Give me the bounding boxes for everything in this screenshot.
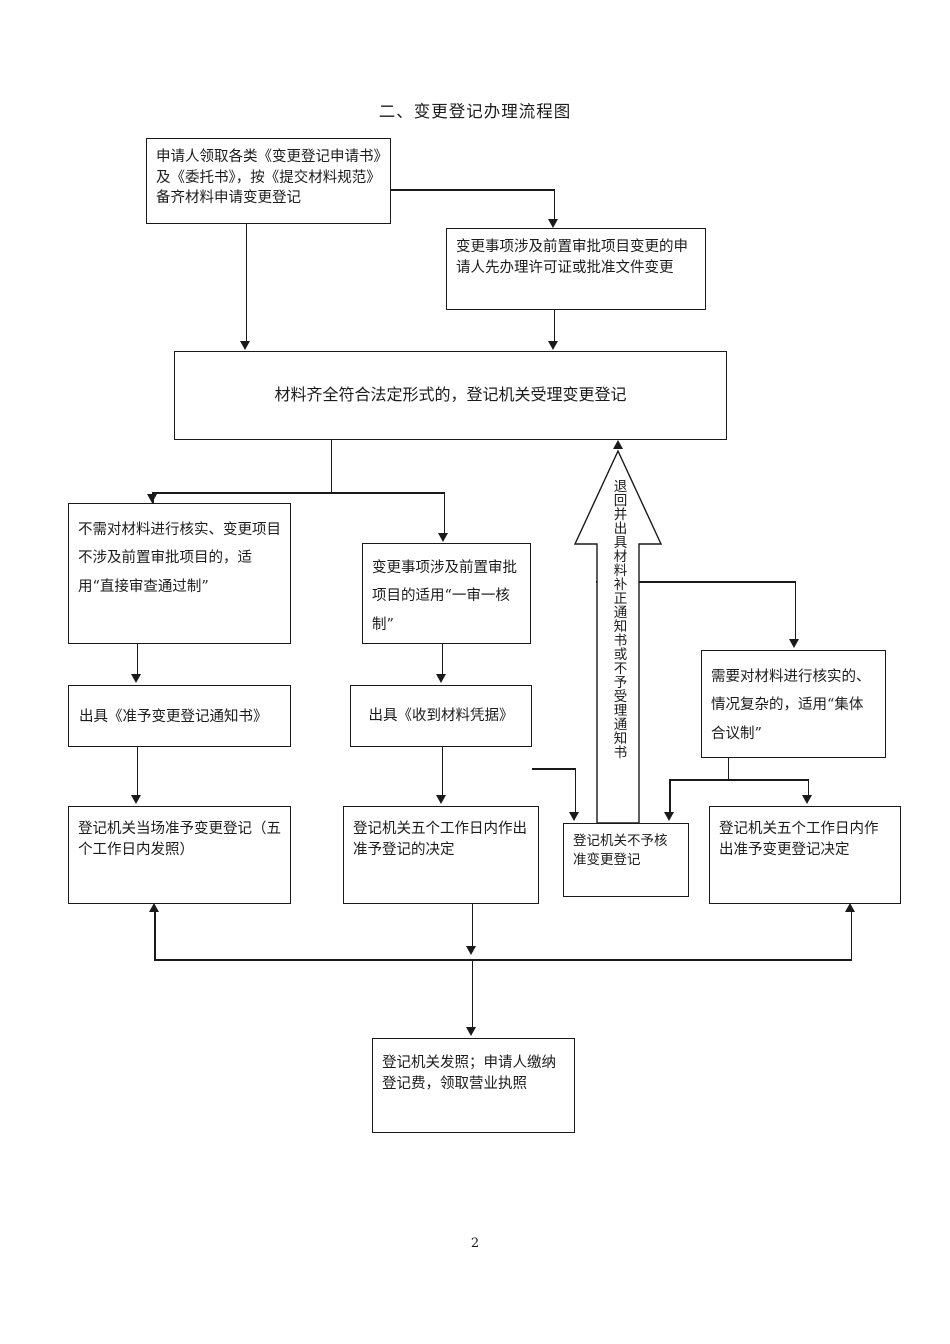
page-number: 2: [470, 1236, 480, 1251]
connector-collective-to-reject-v: [669, 779, 671, 813]
node-direct-review: 不需对材料进行核实、变更项目不涉及前置审批项目的，适用“直接审查通过制”: [68, 503, 291, 644]
page-title: 二、变更登记办理流程图: [378, 102, 572, 121]
node-five-day-change-decision: 登记机关五个工作日内作出准予变更登记决定: [709, 806, 901, 904]
arrow-up-into-five-day-change: [845, 903, 855, 912]
arrow-into-reject-right: [663, 812, 674, 821]
connector-bottom-left-riser: [154, 910, 156, 960]
connector-to-collective-v: [794, 581, 797, 639]
arrow-up-into-onsite-approve: [148, 903, 159, 912]
connector-approve-to-onsite-v: [136, 747, 139, 796]
node-one-review-one-check: 变更事项涉及前置审批项目的适用“一审一核制”: [362, 543, 531, 644]
connector-bottom-right-riser: [850, 910, 853, 960]
node-onsite-approve: 登记机关当场准予变更登记（五个工作日内发照）: [68, 806, 291, 904]
connector-branch-bus-left: [152, 492, 331, 494]
node-five-day-decision: 登记机关五个工作日内作出准予登记的决定: [343, 806, 539, 904]
connector-bottom-bus: [154, 959, 852, 961]
arrow-into-reject-left: [569, 812, 579, 821]
connector-apply-to-preapproval-v: [553, 189, 556, 220]
node-apply: 申请人领取各类《变更登记申请书》及《委托书》，按《提交材料规范》备齐材料申请变更…: [146, 138, 391, 224]
connector-mid-drop-to-bus: [471, 904, 474, 952]
connector-collective-to-change-v: [807, 779, 810, 796]
arrow-into-collective: [789, 639, 799, 648]
connector-receipt-to-reject-v: [574, 768, 577, 813]
connector-to-collective-h: [596, 581, 796, 583]
connector-branch-bus-right: [330, 492, 445, 494]
node-receipt: 出具《收到材料凭据》: [350, 685, 532, 747]
connector-receipt-to-decision-v: [441, 747, 444, 796]
arrow-into-accept-right: [548, 341, 558, 350]
connector-accept-out-v: [330, 440, 333, 493]
node-pre-approval: 变更事项涉及前置审批项目变更的申请人先办理许可证或批准文件变更: [446, 228, 706, 310]
connector-onereview-to-receipt-v: [441, 644, 444, 675]
connector-preapproval-to-accept-v: [553, 310, 556, 342]
arrow-into-onsite-approve: [131, 795, 141, 804]
node-issue-license: 登记机关发照；申请人缴纳登记费，领取营业执照: [372, 1038, 575, 1133]
arrow-into-issue-license: [466, 1027, 476, 1036]
node-collective-discussion: 需要对材料进行核实的、情况复杂的，适用“集体合议制”: [701, 650, 886, 758]
arrow-into-one-review: [438, 533, 448, 542]
arrow-into-accept-left: [240, 341, 250, 350]
arrow-into-receipt: [436, 674, 446, 683]
node-reject: 登记机关不予核准变更登记: [563, 823, 689, 897]
arrow-return-into-accept: [612, 440, 623, 449]
arrow-into-direct-review: [146, 494, 157, 503]
arrow-into-five-day-decision: [436, 795, 446, 804]
node-approve-notice: 出具《准予变更登记通知书》: [68, 685, 291, 747]
return-notice-arrow-shape: 退回并出具材料补正通知书或不予受理通知书: [573, 449, 663, 823]
connector-bus-to-final-v: [471, 960, 474, 1029]
arrow-into-bottom-bus: [466, 946, 476, 955]
connector-collective-bus-h: [669, 779, 809, 781]
arrow-into-preapproval: [548, 219, 558, 228]
node-accept: 材料齐全符合法定形式的，登记机关受理变更登记: [174, 351, 727, 440]
connector-apply-to-accept-v: [245, 224, 248, 342]
connector-apply-to-preapproval-h: [391, 189, 555, 191]
connector-branch-mid-drop: [443, 492, 446, 534]
connector-collective-out-v: [727, 758, 730, 780]
connector-receipt-to-reject-h: [532, 768, 576, 770]
arrow-into-five-day-change: [802, 795, 812, 804]
arrow-into-approve-notice: [131, 674, 141, 683]
connector-direct-to-approve-v: [136, 644, 139, 675]
return-notice-label: 退回并出具材料补正通知书或不予受理通知书: [610, 479, 627, 759]
